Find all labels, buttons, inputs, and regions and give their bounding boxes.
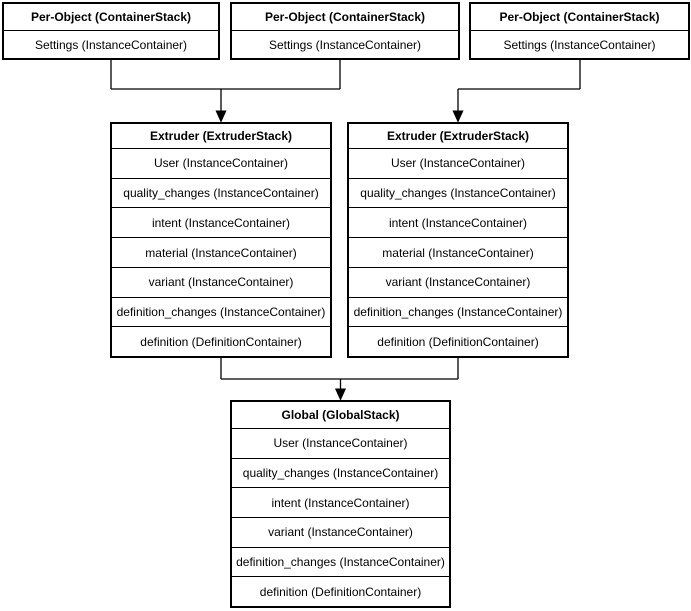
per-object-stack-3-row-settings: Settings (InstanceContainer) [471,30,688,58]
extruder-stack-1-row-variant: variant (InstanceContainer) [112,266,330,297]
extruder-stack-1-row-quality-changes: quality_changes (InstanceContainer) [112,177,330,208]
extruder-stack-2-row-definition-changes: definition_changes (InstanceContainer) [349,296,567,327]
global-stack-row-definition-changes: definition_changes (InstanceContainer) [232,546,449,577]
extruder-stack-1-row-definition-changes: definition_changes (InstanceContainer) [112,296,330,327]
global-stack: Global (GlobalStack) User (InstanceConta… [230,400,451,608]
extruder-stack-1-row-user: User (InstanceContainer) [112,148,330,178]
arrowhead-right-extruder [452,110,464,123]
per-object-stack-2-row-settings: Settings (InstanceContainer) [232,30,458,58]
per-object-stack-2: Per-Object (ContainerStack) Settings (In… [230,2,460,60]
per-object-stack-1-title: Per-Object (ContainerStack) [30,10,192,24]
extruder-stack-2-row-user: User (InstanceContainer) [349,148,567,178]
arrowhead-global [334,388,347,401]
per-object-stack-3: Per-Object (ContainerStack) Settings (In… [469,2,690,60]
extruder-stack-1-row-definition: definition (DefinitionContainer) [112,326,330,356]
extruder-stack-2: Extruder (ExtruderStack) User (InstanceC… [347,122,569,358]
global-stack-title: Global (GlobalStack) [281,408,400,422]
extruder-stack-1-row-material: material (InstanceContainer) [112,237,330,267]
extruder-stack-1: Extruder (ExtruderStack) User (InstanceC… [110,122,332,358]
extruder-stack-2-row-material: material (InstanceContainer) [349,237,567,267]
extruder-stack-2-title: Extruder (ExtruderStack) [386,129,530,143]
global-stack-row-definition: definition (DefinitionContainer) [232,576,449,606]
global-stack-row-quality-changes: quality_changes (InstanceContainer) [232,457,449,488]
extruder-stack-2-row-definition: definition (DefinitionContainer) [349,326,567,356]
extruder-stack-2-row-variant: variant (InstanceContainer) [349,266,567,297]
extruder-stack-2-row-intent: intent (InstanceContainer) [349,207,567,237]
global-stack-row-user: User (InstanceContainer) [232,428,449,458]
per-object-stack-2-title: Per-Object (ContainerStack) [264,10,426,24]
per-object-stack-3-title: Per-Object (ContainerStack) [499,10,660,24]
global-stack-row-variant: variant (InstanceContainer) [232,517,449,547]
global-stack-row-intent: intent (InstanceContainer) [232,487,449,517]
per-object-stack-1-row-settings: Settings (InstanceContainer) [4,30,218,58]
arrowhead-left-extruder [215,110,227,123]
per-object-stack-1: Per-Object (ContainerStack) Settings (In… [2,2,220,60]
extruder-stack-1-title: Extruder (ExtruderStack) [149,129,293,143]
extruder-stack-2-row-quality-changes: quality_changes (InstanceContainer) [349,177,567,208]
extruder-stack-1-row-intent: intent (InstanceContainer) [112,207,330,237]
